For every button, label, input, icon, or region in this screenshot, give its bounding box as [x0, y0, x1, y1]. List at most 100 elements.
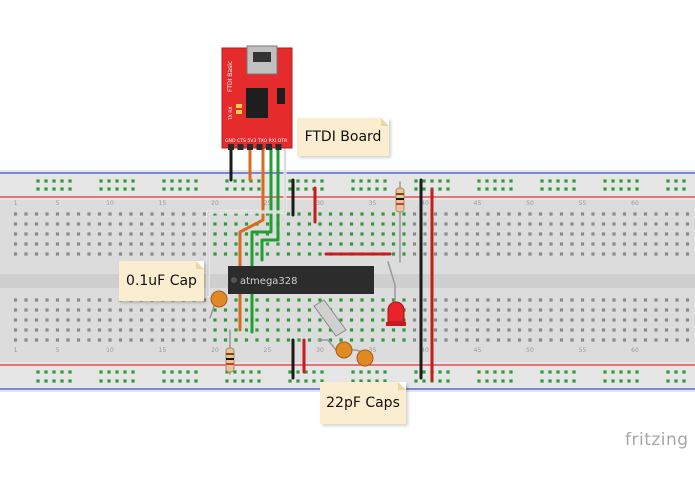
breadboard-hole [213, 252, 217, 256]
breadboard-hole [118, 318, 123, 322]
breadboard-hole [486, 252, 490, 256]
breadboard-hole [391, 252, 396, 256]
breadboard-hole [318, 222, 322, 226]
breadboard-hole [108, 318, 112, 322]
breadboard-hole [234, 242, 238, 246]
breadboard-hole [44, 379, 48, 383]
breadboard-hole [591, 242, 595, 246]
breadboard-hole [402, 338, 406, 342]
column-number: 5 [56, 347, 60, 354]
breadboard-hole [496, 212, 501, 216]
breadboard-hole [76, 212, 81, 216]
breadboard-hole [370, 242, 375, 246]
breadboard-hole [517, 242, 522, 246]
breadboard-hole [160, 212, 165, 216]
breadboard-hole [318, 318, 322, 322]
breadboard-hole [423, 338, 427, 342]
breadboard-hole [297, 232, 301, 236]
breadboard-hole [412, 338, 417, 342]
breadboard-hole [99, 187, 103, 191]
breadboard-hole [276, 318, 280, 322]
breadboard-hole [288, 179, 292, 183]
breadboard-hole [76, 338, 81, 342]
column-number: 20 [211, 200, 219, 207]
column-number: 35 [369, 347, 377, 354]
breadboard-hole [612, 318, 616, 322]
breadboard-hole [194, 179, 198, 183]
breadboard-hole [66, 222, 70, 226]
breadboard-hole [391, 298, 396, 302]
breadboard-hole [318, 242, 322, 246]
breadboard-hole [549, 328, 553, 332]
breadboard-hole [276, 338, 280, 342]
breadboard-hole [265, 328, 270, 332]
breadboard-hole [118, 252, 123, 256]
breadboard-hole [591, 212, 595, 216]
breadboard-hole [538, 338, 543, 342]
breadboard-hole [496, 328, 501, 332]
column-number: 10 [106, 200, 114, 207]
breadboard-hole [591, 252, 595, 256]
breadboard-hole [131, 379, 135, 383]
breadboard-hole [538, 222, 543, 226]
breadboard-hole [507, 232, 511, 236]
breadboard-hole [223, 318, 228, 322]
breadboard-hole [383, 179, 387, 183]
breadboard-hole [381, 338, 385, 342]
ftdi-header-pin [266, 144, 272, 150]
breadboard-hole [265, 338, 270, 342]
breadboard-hole [528, 328, 532, 332]
breadboard-hole [192, 212, 196, 216]
breadboard-hole [446, 370, 450, 374]
breadboard-hole [664, 212, 669, 216]
breadboard-hole [249, 379, 253, 383]
breadboard-hole [339, 318, 343, 322]
breadboard-hole [381, 212, 385, 216]
breadboard-hole [381, 222, 385, 226]
breadboard-hole [633, 232, 637, 236]
column-number: 45 [474, 347, 482, 354]
breadboard-hole [97, 222, 102, 226]
breadboard-hole [66, 328, 70, 332]
breadboard-hole [328, 338, 333, 342]
breadboard-hole [666, 379, 670, 383]
breadboard-hole [627, 179, 631, 183]
breadboard-hole [87, 338, 91, 342]
breadboard-hole [234, 222, 238, 226]
breadboard-hole [123, 187, 127, 191]
breadboard-hole [257, 379, 261, 383]
breadboard-hole [97, 308, 102, 312]
breadboard-hole [307, 318, 312, 322]
breadboard-hole [66, 242, 70, 246]
breadboard-hole [412, 308, 417, 312]
breadboard-hole [559, 298, 564, 302]
breadboard-hole [241, 370, 245, 374]
breadboard-hole [591, 328, 595, 332]
breadboard-hole [486, 318, 490, 322]
breadboard-hole [580, 252, 585, 256]
breadboard-hole [433, 242, 438, 246]
breadboard-hole [233, 179, 237, 183]
breadboard-hole [391, 242, 396, 246]
breadboard-hole [45, 318, 49, 322]
breadboard-hole [320, 179, 324, 183]
breadboard-hole [367, 187, 371, 191]
capacitors-22pf [335, 341, 374, 367]
breadboard-hole [674, 187, 678, 191]
column-number: 55 [579, 347, 587, 354]
breadboard-hole [549, 232, 553, 236]
breadboard-hole [150, 242, 154, 246]
note-ftdi-board-text: FTDI Board [304, 129, 382, 145]
breadboard-hole [570, 222, 574, 226]
breadboard-hole [528, 222, 532, 226]
breadboard-hole [564, 187, 568, 191]
breadboard-hole [255, 318, 259, 322]
breadboard-hole [213, 232, 217, 236]
breadboard-hole [213, 222, 217, 226]
breadboard-hole [76, 242, 81, 246]
breadboard-hole [446, 379, 450, 383]
breadboard-hole [97, 328, 102, 332]
breadboard-hole [666, 370, 670, 374]
breadboard-hole [612, 232, 616, 236]
column-number: 60 [631, 200, 639, 207]
